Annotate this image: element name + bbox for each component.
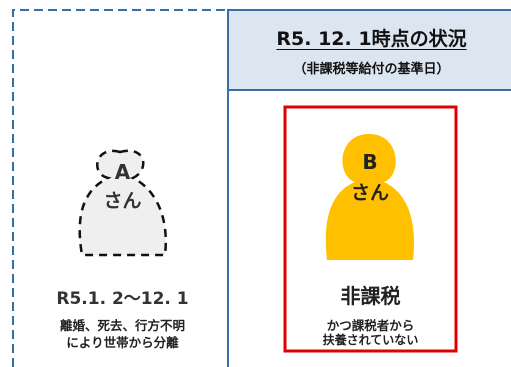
person-a-note-line1: 離婚、死去、行方不明 — [59, 318, 185, 333]
person-b-silhouette — [325, 134, 415, 260]
person-a-letter: A — [114, 160, 131, 184]
person-b-status: 非課税 — [340, 284, 401, 308]
person-a-note-line2: により世帯から分離 — [66, 335, 179, 350]
header-box — [227, 9, 511, 91]
person-a-period: R5.1. 2～12. 1 — [56, 289, 189, 309]
person-a-silhouette — [78, 149, 168, 257]
highlight-box — [283, 105, 458, 353]
person-b-note-line1: かつ課税者から — [326, 318, 415, 333]
person-b-letter: B — [362, 150, 378, 174]
header-title: R5. 12. 1時点の状況 — [276, 28, 467, 50]
header-subtitle: （非課税等給付の基準日） — [293, 62, 450, 77]
household-dashed-border — [12, 9, 234, 367]
person-b-note-line2: 扶養されていない — [322, 333, 419, 347]
person-a-suffix: さん — [103, 190, 142, 212]
person-b-suffix: さん — [350, 182, 389, 204]
